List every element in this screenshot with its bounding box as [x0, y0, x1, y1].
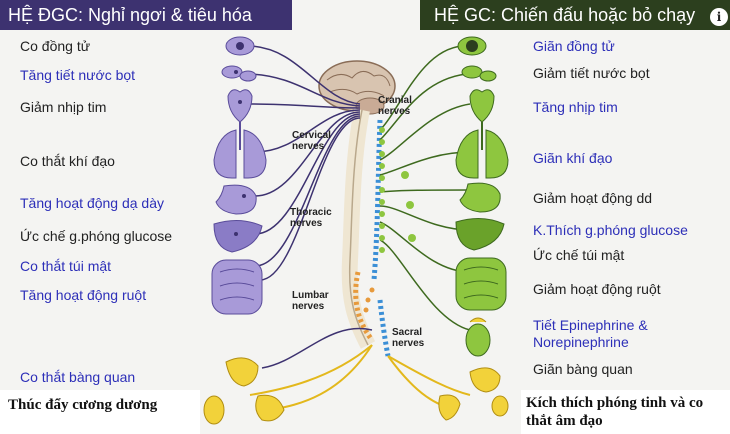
footer-right-caption-line2: thắt âm đạo [526, 413, 603, 429]
cervical-label-line1: Cervical [292, 130, 331, 141]
left-label-pupil: Co đồng tử [20, 38, 91, 54]
right-label-airway: Giãn khí đạo [533, 150, 613, 166]
left-label-gallbladder: Co thắt túi mật [20, 258, 112, 274]
liver-icon-left [213, 220, 263, 253]
salivary-gland-icon-right [461, 65, 497, 82]
thoracic-nerves-label: Thoracic nerves [290, 207, 332, 229]
left-label-saliva: Tăng tiết nước bọt [20, 67, 136, 83]
intestine-icon-right [455, 257, 507, 311]
lungs-icon-left [213, 122, 267, 179]
heart-icon-left [227, 89, 253, 123]
spinal-cord-icon [341, 108, 391, 357]
salivary-gland-icon-left [221, 65, 257, 82]
sacral-label-line1: Sacral [392, 327, 423, 338]
footer-right-caption-line1: Kích thích phóng tinh và co [526, 395, 704, 411]
left-label-intestine: Tăng hoạt động ruột [20, 287, 147, 303]
sacral-nerves-label: Sacral nerves [392, 327, 424, 349]
footer-left-panel [0, 390, 200, 434]
right-label-pupil: Giãn đồng tử [533, 38, 615, 54]
bladder-icon-right [469, 367, 501, 393]
parasympathetic-header: HỆ ĐGC: Nghỉ ngơi & tiêu hóa [0, 0, 292, 30]
right-label-glucose: K.Thích g.phóng glucose [533, 222, 688, 238]
sympathetic-ganglia [379, 127, 416, 253]
bladder-icon-left [225, 357, 259, 387]
right-label-stomach: Giảm hoạt động dd [533, 190, 653, 206]
right-label-gallbladder: Ức chế túi mật [533, 247, 625, 263]
eye-icon-right [457, 36, 487, 56]
lumbar-label-line2: nerves [292, 301, 325, 312]
lumbar-label-line1: Lumbar [292, 290, 329, 301]
sacral-label-line2: nerves [392, 338, 425, 349]
right-label-intestine: Giảm hoạt động ruột [533, 281, 661, 297]
lumbar-ganglia [363, 287, 375, 313]
brain-icon [318, 60, 396, 115]
reproductive-icon-left [203, 394, 285, 425]
thoracic-label-line2: nerves [290, 218, 323, 229]
cervical-label-line2: nerves [292, 141, 325, 152]
right-label-epinephrine: Tiết Epinephrine & [533, 317, 648, 333]
sympathetic-header: HỆ GC: Chiến đấu hoặc bỏ chạy [420, 0, 730, 30]
left-organs [203, 36, 285, 425]
eye-icon-left [225, 36, 255, 56]
cranial-label-line2: nerves [378, 106, 411, 117]
parasympathetic-nerves [249, 45, 373, 369]
stomach-icon-left [215, 184, 257, 215]
cranial-nerves-label: Cranial nerves [378, 95, 412, 117]
thoracic-label-line1: Thoracic [290, 207, 332, 218]
left-label-heart: Giảm nhịp tim [20, 99, 107, 115]
left-label-glucose: Ức chế g.phóng glucose [20, 228, 173, 244]
heart-icon-right [469, 89, 495, 123]
adrenal-kidney-icon-right [465, 317, 491, 357]
right-label-heart: Tăng nhịp tim [533, 99, 618, 115]
intestine-icon-left [211, 259, 263, 315]
footer-right-panel [521, 390, 730, 434]
right-label-saliva: Giảm tiết nước bọt [533, 65, 650, 81]
right-organs [438, 36, 509, 421]
info-icon[interactable]: i [710, 8, 728, 26]
right-label-bladder: Giãn bàng quan [533, 361, 633, 377]
cervical-nerves-label: Cervical nerves [292, 130, 331, 152]
lumbar-nerves-label: Lumbar nerves [292, 290, 329, 312]
stomach-icon-right [459, 182, 501, 213]
sacral-nerves [249, 344, 471, 411]
cranial-label-line1: Cranial [378, 95, 412, 106]
footer-left-caption: Thúc đẩy cương dương [8, 397, 158, 413]
left-label-bladder: Co thắt bàng quan [20, 369, 136, 385]
lungs-icon-right [455, 122, 509, 179]
reproductive-icon-right [438, 394, 509, 421]
liver-icon-right [455, 218, 505, 251]
right-label-norepinephrine: Norepinephrine [533, 334, 629, 350]
left-label-stomach: Tăng hoạt động dạ dày [20, 195, 165, 211]
left-label-airway: Co thắt khí đạo [20, 153, 115, 169]
